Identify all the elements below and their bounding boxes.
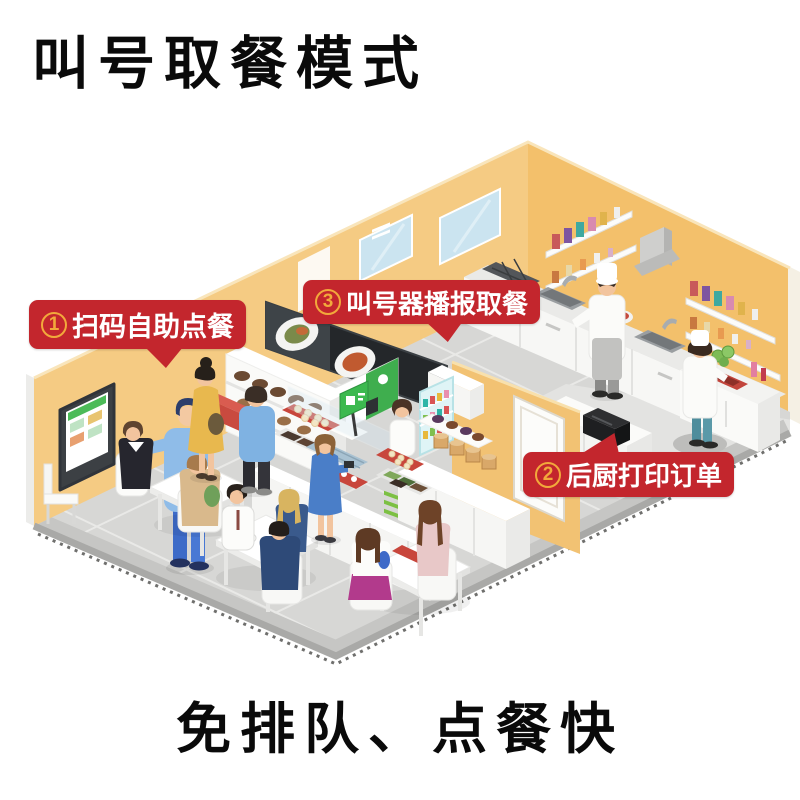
qr-code-icon: [346, 396, 355, 405]
guest-purple-skirt-woman-back: [348, 528, 393, 611]
circled-number-icon: 3: [315, 289, 341, 315]
chair: [43, 463, 79, 524]
phone: [344, 461, 354, 468]
windows: [298, 187, 501, 312]
faucet-icon: [562, 275, 577, 287]
chef-figure-1: [572, 263, 626, 401]
dining-area: [43, 421, 472, 636]
floor-edge: [32, 429, 792, 660]
bread-baskets: [433, 433, 497, 470]
guest-navy-man-back: [259, 521, 303, 605]
chef-hat-icon: [597, 263, 617, 281]
guest-suit-woman: [115, 421, 154, 497]
circled-number-icon: 1: [41, 311, 67, 338]
customer-blue-tee-man-back: [239, 386, 275, 497]
shelf-jars: [552, 207, 620, 283]
blue-bag: [378, 551, 390, 569]
shelf-jars: [690, 281, 758, 349]
guest-beige-woman: [177, 455, 223, 533]
callout-caller-announce: 3 叫号器播报取餐: [303, 280, 541, 342]
bakery-counter: [376, 413, 530, 569]
chef-hat-icon: [691, 330, 709, 346]
counter-staff-woman: [389, 399, 416, 457]
tablet: [366, 397, 378, 416]
wall-right-endcap: [788, 266, 800, 424]
standing-customers: [188, 357, 354, 545]
customer-yellow-dress-woman: [188, 357, 224, 483]
kitchen: [464, 207, 786, 492]
callout-scan-to-order: 1 扫码自助点餐: [29, 300, 246, 368]
chef-figure-2: [673, 330, 728, 455]
guest-pink-woman: [415, 500, 457, 601]
wall-top-edge: [33, 140, 791, 380]
scan-pay-screen: [339, 380, 378, 437]
badge-label: 叫号器播报取餐: [346, 288, 529, 319]
green-bag: [204, 485, 220, 507]
badge-label: 后厨打印订单: [566, 461, 723, 491]
tagline: 免排队、点餐快: [175, 698, 624, 760]
wall-left-endcap: [26, 374, 34, 526]
hair-bun: [200, 357, 212, 369]
callout-kitchen-print: 2 后厨打印订单: [523, 433, 735, 497]
faucet-icon: [662, 318, 677, 330]
self-order-kiosk: [58, 382, 116, 492]
page-title: 叫号取餐模式: [32, 32, 428, 96]
range-hood-icon: [634, 227, 680, 276]
badge-label: 扫码自助点餐: [72, 312, 234, 342]
guest-white-shirt-man: [221, 484, 255, 551]
customer-blue-dress-woman: [308, 434, 354, 545]
handbag: [208, 413, 224, 435]
circled-number-icon: 2: [535, 461, 561, 488]
